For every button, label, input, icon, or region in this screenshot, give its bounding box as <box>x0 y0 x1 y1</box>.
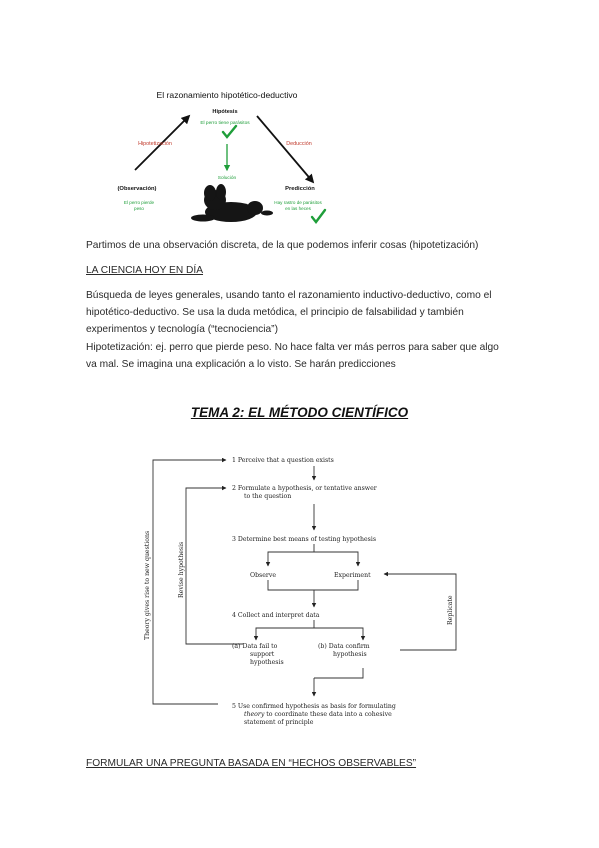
hypothesis-subtitle: El perro tiene parásitos <box>200 120 250 126</box>
paragraph-hipotetizacion: Hipotetización: ej. perro que pierde pes… <box>86 342 499 370</box>
step-2-line1: 2 Formulate a hypothesis, or tentative a… <box>232 485 377 492</box>
step-5-line2: theory to coordinate these data into a c… <box>244 711 392 718</box>
step-1: 1 Perceive that a question exists <box>232 457 334 464</box>
prediction-line1: Hay rastro de parásitos <box>274 200 322 205</box>
hypotetization-arrow <box>134 114 191 171</box>
deduction-label: Deducción <box>286 141 311 147</box>
observe-label: Observe <box>250 572 276 579</box>
experiment-label: Experiment <box>334 572 371 579</box>
section-heading-ciencia: LA CIENCIA HOY EN DÍA <box>86 265 204 276</box>
observation-line2: peso <box>134 206 144 211</box>
step-5-line1: 5 Use confirmed hypothesis as basis for … <box>232 703 396 710</box>
diagram-title: El razonamiento hipotético-deductivo <box>157 90 298 100</box>
observation-line1: El perro pierde <box>124 200 155 205</box>
hypotetization-label: Hipotetización <box>138 141 172 147</box>
data-confirm-line2: hypothesis <box>333 651 367 658</box>
prediction-title: Predicción <box>285 186 315 192</box>
scientific-method-flowchart: 1 Perceive that a question exists 2 Form… <box>144 457 457 726</box>
solution-label: Solución <box>218 175 237 181</box>
data-fail-line1: (a) Data fail to <box>232 643 278 650</box>
check-icon <box>221 124 238 139</box>
prediction-line2: en las heces <box>285 206 311 211</box>
data-fail-line3: hypothesis <box>250 659 284 666</box>
hypothetico-deductive-diagram: El razonamiento hipotético-deductivo Hip… <box>118 90 327 224</box>
paragraph-ciencia: Búsqueda de leyes generales, usando tant… <box>86 290 492 335</box>
observation-title: (Observación) <box>118 186 157 192</box>
deduction-arrow <box>256 115 315 184</box>
step-4: 4 Collect and interpret data <box>232 612 320 619</box>
tema-title: TEMA 2: EL MÉTODO CIENTÍFICO <box>190 405 409 420</box>
footer-heading: FORMULAR UNA PREGUNTA BASADA EN “HECHOS … <box>86 758 417 769</box>
check-icon-bottom <box>310 208 327 224</box>
step-3: 3 Determine best means of testing hypoth… <box>232 536 376 543</box>
side-label-replicate: Replicate <box>447 595 454 625</box>
paragraph-observation: Partimos de una observación discreta, de… <box>86 240 479 251</box>
step-2-line2: to the question <box>244 493 291 500</box>
black-dog-icon <box>191 184 273 222</box>
side-label-revise: Revise hypothesis <box>178 542 185 598</box>
side-label-theory: Theory gives rise to new questions <box>144 531 151 640</box>
hypothesis-title: Hipótesis <box>212 109 237 115</box>
data-confirm-line1: (b) Data confirm <box>318 643 370 650</box>
step-5-line3: statement of principle <box>244 719 314 726</box>
data-fail-line2: support <box>250 651 275 658</box>
